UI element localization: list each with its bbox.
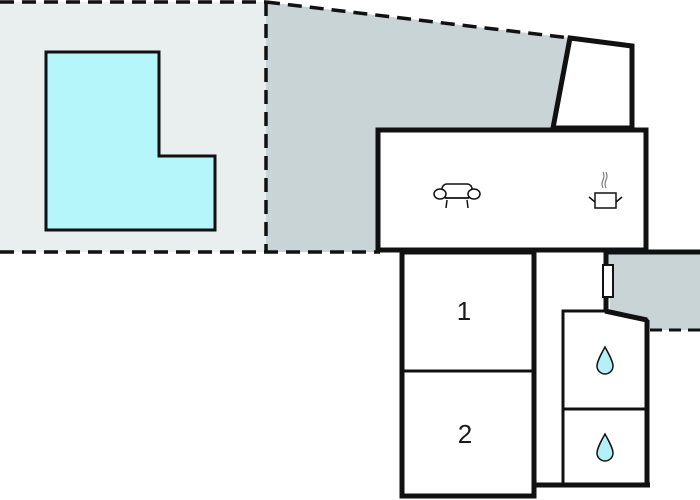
swimming-pool	[44, 50, 217, 232]
side-terrace	[608, 252, 700, 330]
water-drop-icon	[596, 432, 614, 462]
bedroom-block	[399, 249, 537, 499]
room-label-1: 1	[457, 296, 471, 326]
property-boundary	[0, 0, 571, 254]
cooking-pot-icon	[588, 171, 623, 209]
water-drop-icon	[596, 345, 614, 375]
window	[602, 264, 614, 298]
room-label-2: 2	[458, 419, 472, 449]
armchair-icon	[433, 183, 481, 209]
living-kitchen-room	[375, 127, 649, 253]
terrace-area	[266, 2, 570, 252]
